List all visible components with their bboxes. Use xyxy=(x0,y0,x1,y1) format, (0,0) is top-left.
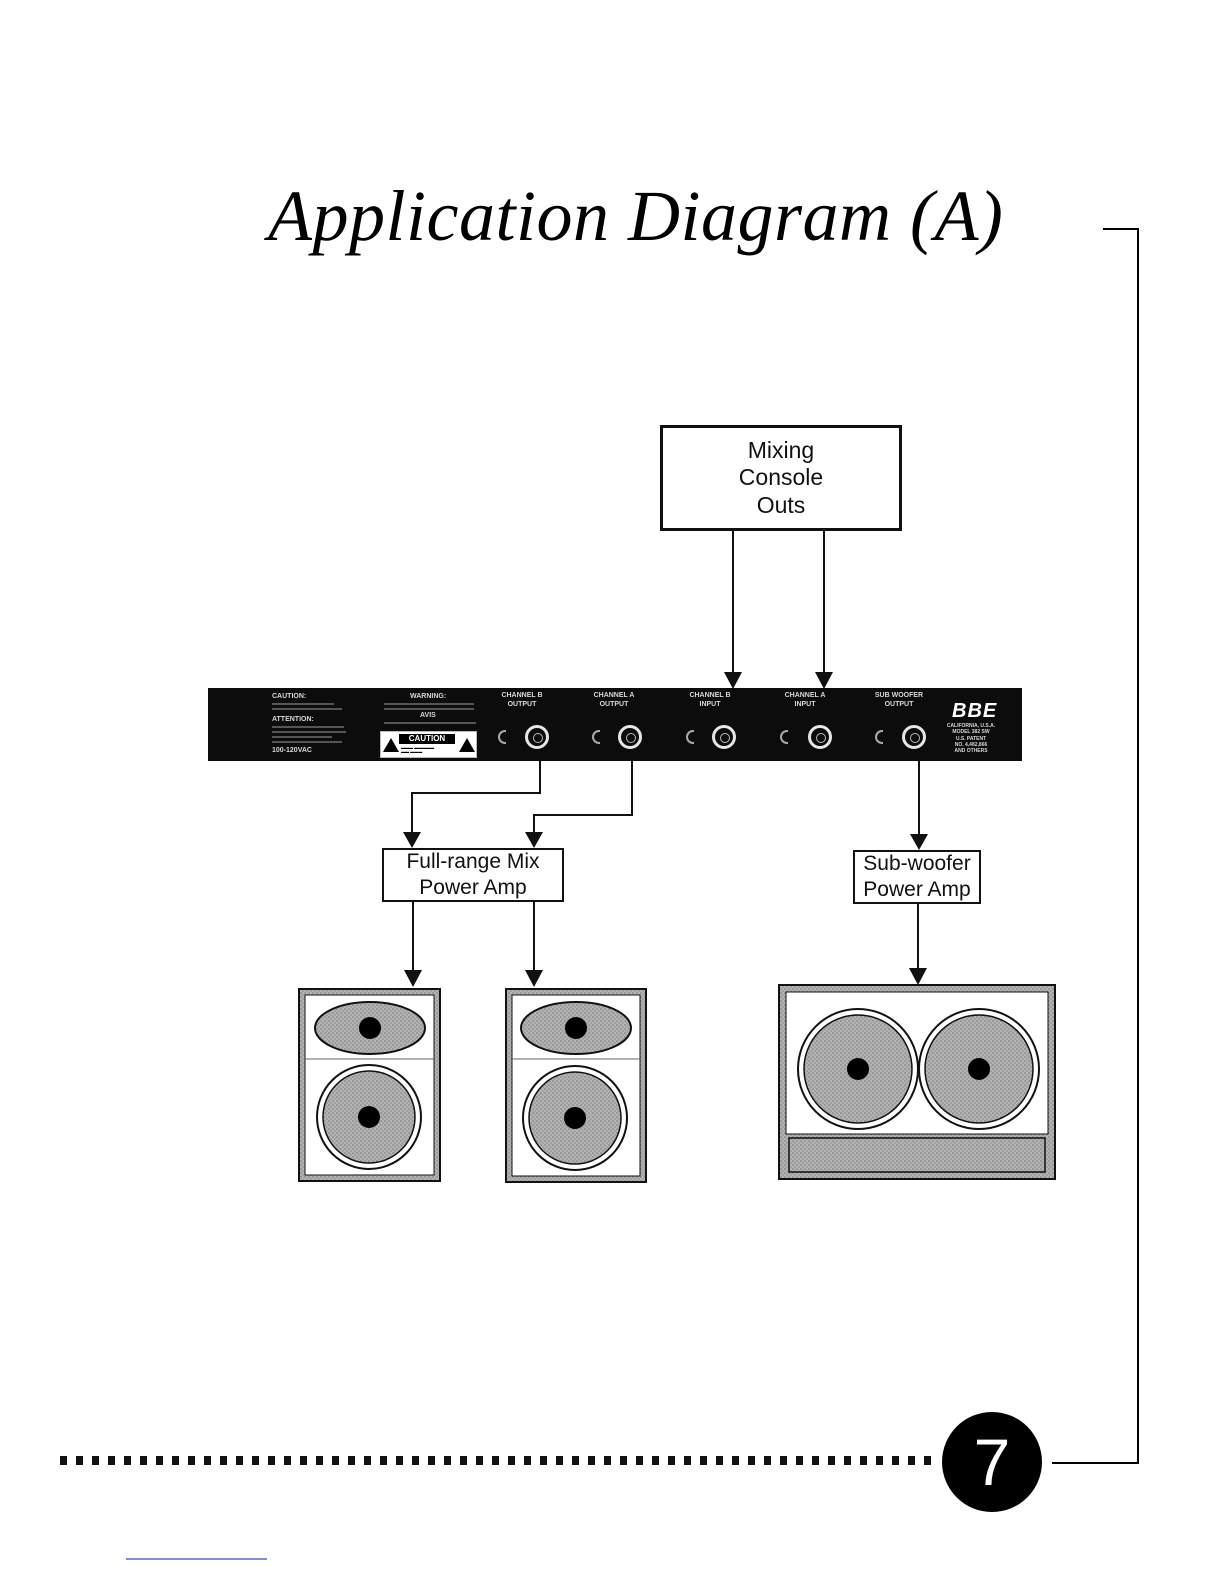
arrowhead-icon xyxy=(724,672,742,689)
panel-caution-label: CAUTION: xyxy=(272,693,307,700)
console-line-3: Outs xyxy=(756,491,806,518)
jack-label-channel-a-input: CHANNEL A INPUT xyxy=(784,692,826,708)
panel-fine-print xyxy=(384,722,476,724)
panel-fine-print xyxy=(272,731,346,733)
console-line-1: Mixing xyxy=(747,436,815,463)
left-speaker-cabinet xyxy=(298,988,441,1182)
panel-attention-label: ATTENTION: xyxy=(272,716,314,723)
jack-label-channel-a-output: CHANNEL A OUTPUT xyxy=(593,692,635,708)
caution-badge: CAUTION ▬▬▬ ▬▬▬▬▬▬▬ ▬▬▬ xyxy=(380,731,477,758)
panel-avis-label: AVIS xyxy=(420,712,436,719)
wire-channel-a-output-to-amp xyxy=(533,761,633,832)
panel-warning-label: WARNING: xyxy=(410,693,447,700)
wire-channel-b-output-to-amp xyxy=(411,761,541,832)
trs-jack-icon xyxy=(780,730,788,744)
console-line-2: Console xyxy=(738,464,824,491)
panel-fine-print xyxy=(272,736,332,738)
warning-triangle-icon xyxy=(383,738,399,752)
full-range-amp-line-2: Power Amp xyxy=(419,876,527,899)
page-number: 7 xyxy=(942,1412,1042,1512)
panel-fine-print xyxy=(384,708,474,710)
arrowhead-icon xyxy=(525,970,543,987)
xlr-jack-channel-a-input[interactable] xyxy=(808,725,832,749)
panel-fine-print xyxy=(272,708,342,710)
sub-port-icon xyxy=(788,1137,1046,1173)
sub-amp-line-2: Power Amp xyxy=(863,878,971,901)
caution-badge-fine-print: ▬▬▬ ▬▬▬▬▬▬▬ ▬▬▬ xyxy=(401,745,435,755)
footer-dotted-rule xyxy=(60,1456,940,1465)
frame-bottom-tick xyxy=(1052,1462,1139,1464)
jack-label-sub-woofer-output: SUB WOOFER OUTPUT xyxy=(874,692,924,708)
panel-fine-print xyxy=(272,703,334,705)
arrowhead-icon xyxy=(909,968,927,985)
arrowhead-icon xyxy=(525,832,543,848)
sub-woofer-power-amp-box: Sub-woofer Power Amp xyxy=(853,850,981,904)
right-speaker-cabinet xyxy=(505,988,647,1183)
trs-jack-icon xyxy=(498,730,506,744)
panel-voltage: 100-120VAC xyxy=(272,747,312,754)
xlr-jack-sub-woofer-output[interactable] xyxy=(902,725,926,749)
jack-label-channel-b-input: CHANNEL B INPUT xyxy=(689,692,731,708)
panel-fine-print xyxy=(272,741,342,743)
sub-woofer-cabinet xyxy=(778,984,1056,1180)
panel-maker-info: CALIFORNIA, U.S.A. MODEL 382 SW U.S. PAT… xyxy=(946,723,996,754)
full-range-power-amp-box: Full-range Mix Power Amp xyxy=(382,848,564,902)
arrowhead-icon xyxy=(403,832,421,848)
panel-fine-print xyxy=(384,703,474,705)
trs-jack-icon xyxy=(686,730,694,744)
trs-jack-icon xyxy=(875,730,883,744)
arrowhead-icon xyxy=(404,970,422,987)
xlr-jack-channel-a-output[interactable] xyxy=(618,725,642,749)
signal-wires xyxy=(411,531,920,970)
xlr-jack-channel-b-output[interactable] xyxy=(525,725,549,749)
full-range-amp-line-1: Full-range Mix xyxy=(406,850,540,874)
jack-label-channel-b-output: CHANNEL B OUTPUT xyxy=(501,692,543,708)
frame-right-rule xyxy=(1137,228,1139,1464)
bbe-logo: BBE xyxy=(952,700,998,722)
arrowhead-icon xyxy=(910,834,928,850)
sub-amp-line-1: Sub-woofer xyxy=(863,852,971,876)
arrowheads xyxy=(403,672,928,987)
caution-badge-text: CAUTION xyxy=(399,734,455,744)
footer-link-underline xyxy=(126,1558,267,1560)
rear-panel xyxy=(208,688,1022,761)
warning-triangle-icon xyxy=(459,738,475,752)
trs-jack-icon xyxy=(592,730,600,744)
xlr-jack-channel-b-input[interactable] xyxy=(712,725,736,749)
panel-fine-print xyxy=(272,726,344,728)
frame-top-tick xyxy=(1103,228,1139,230)
arrowhead-icon xyxy=(815,672,833,689)
mixing-console-box: Mixing Console Outs xyxy=(660,425,902,531)
page-title: Application Diagram (A) xyxy=(268,176,1004,256)
